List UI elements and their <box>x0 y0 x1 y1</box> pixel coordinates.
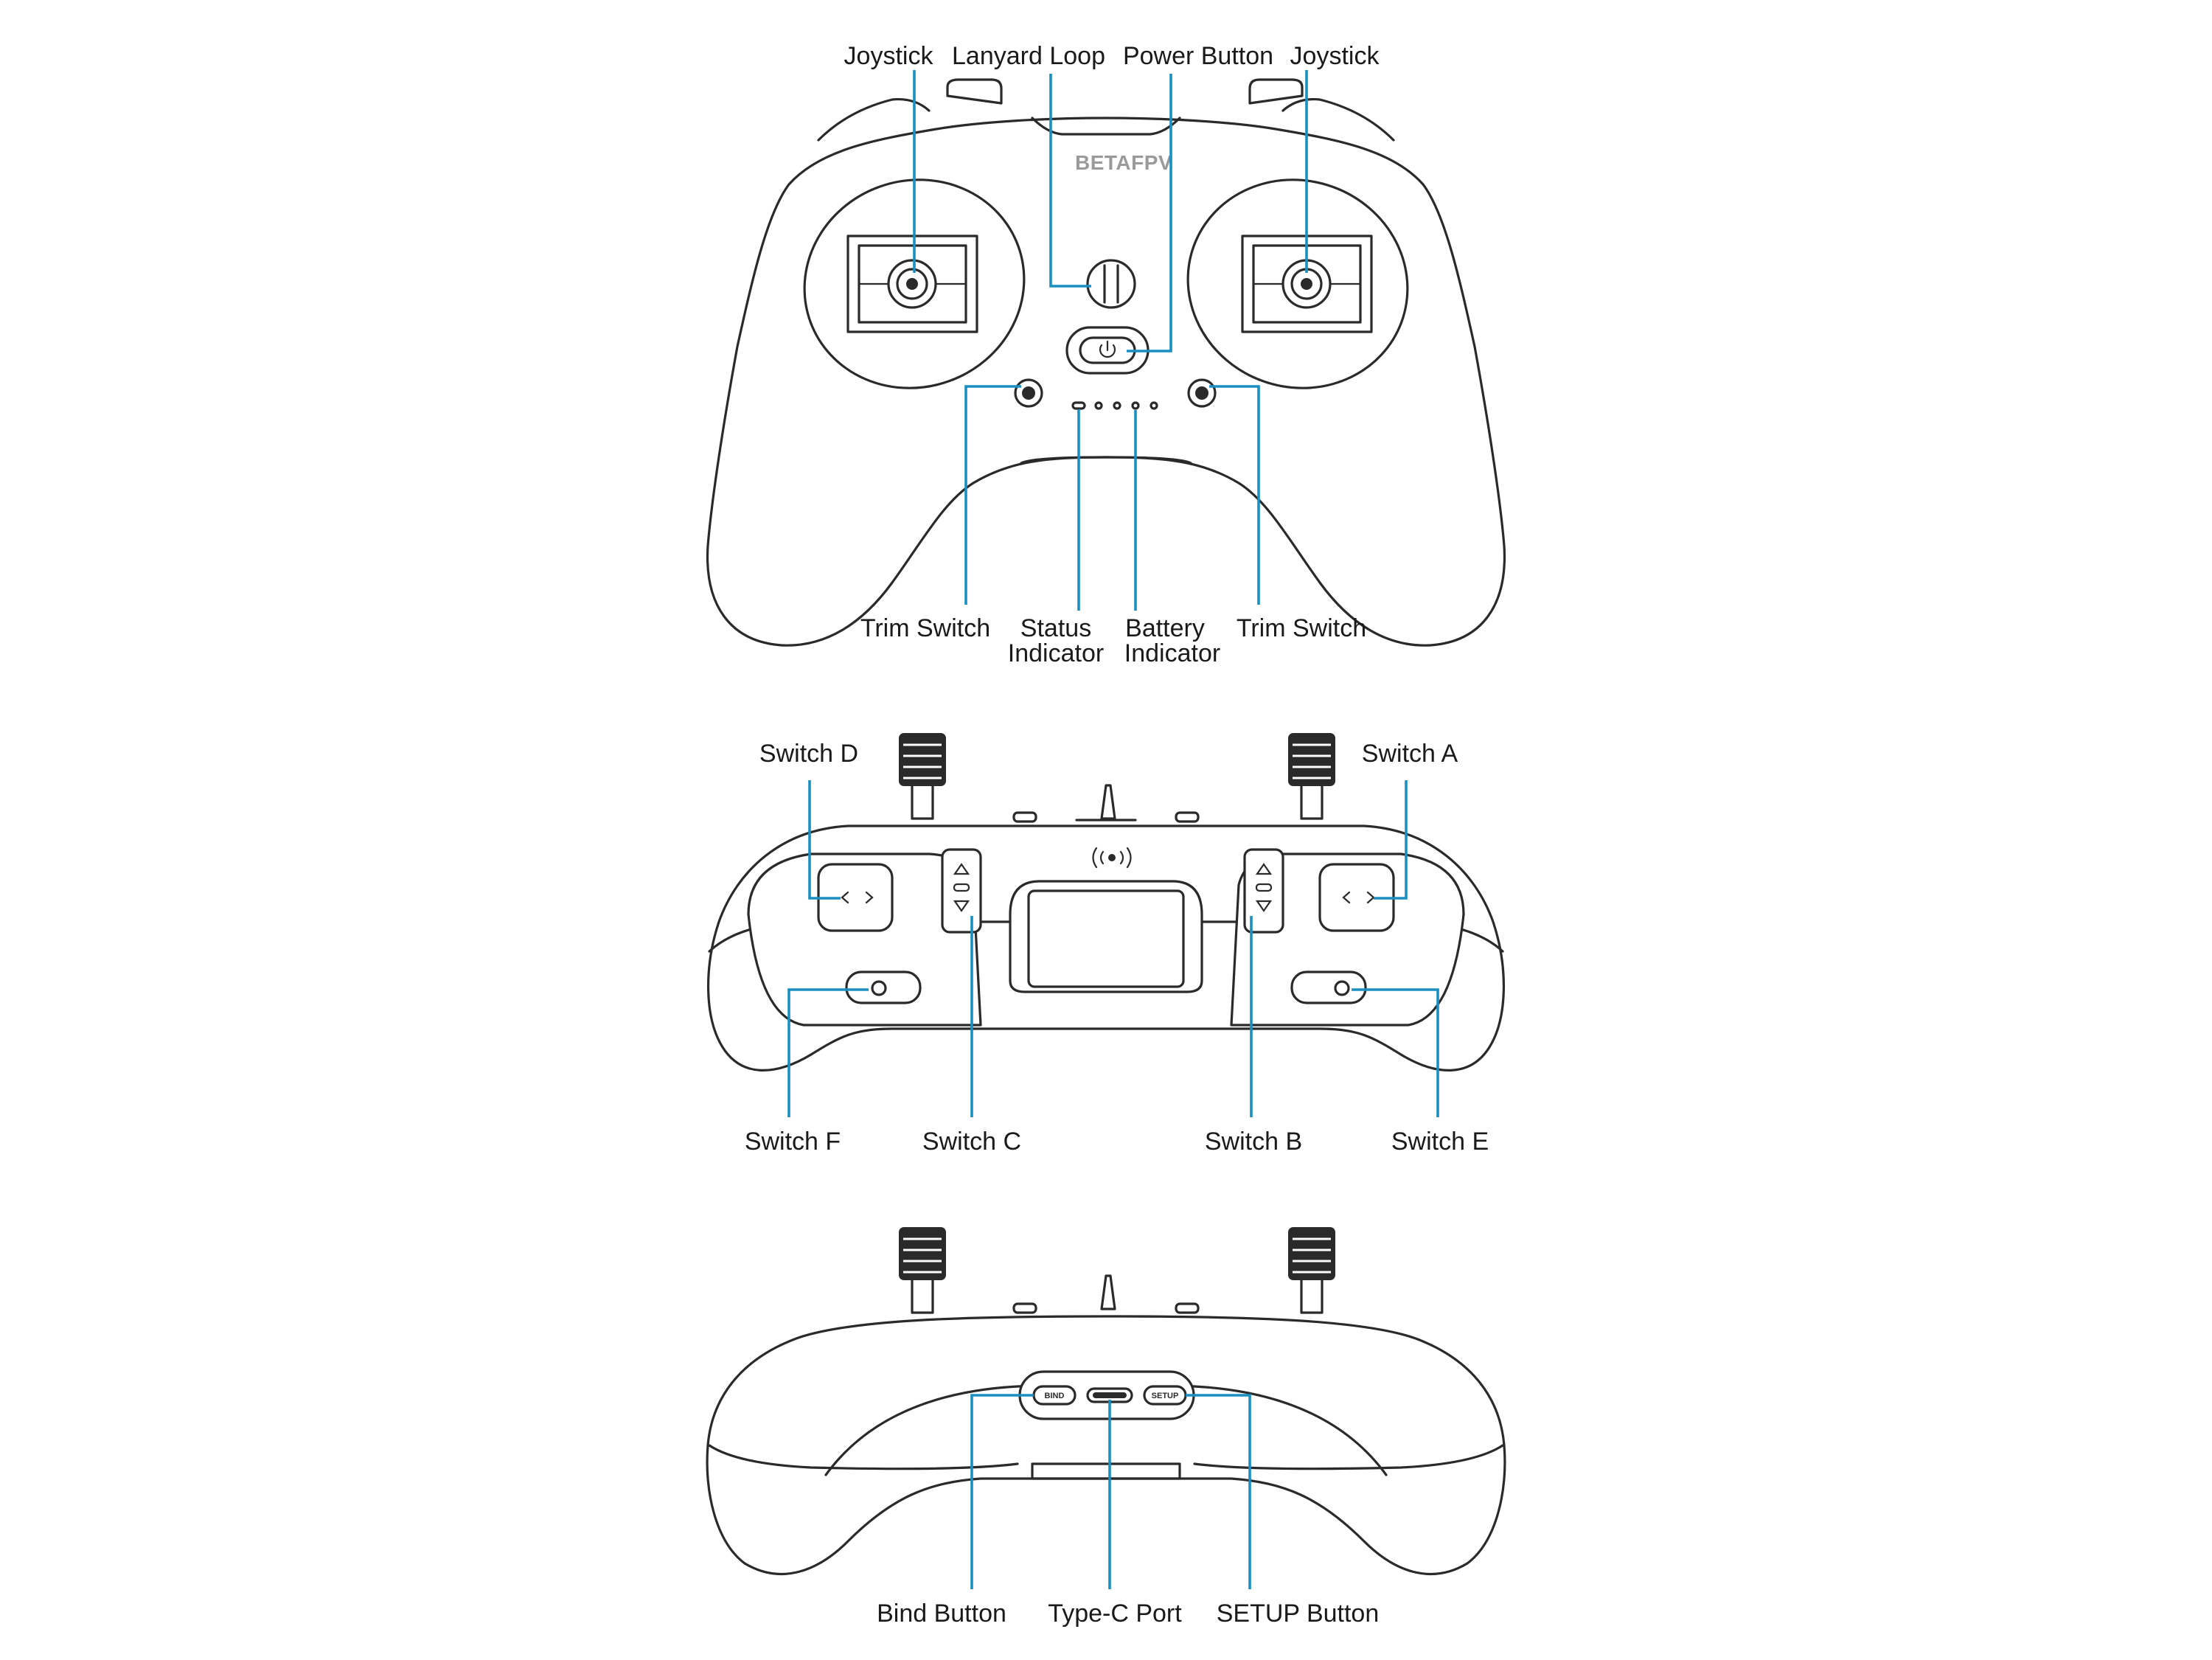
bottom-antenna-mast <box>1100 1274 1116 1310</box>
switch-c-up-icon <box>953 863 970 875</box>
label-switch-f: Switch F <box>744 1128 841 1156</box>
leader-switch-f <box>787 988 869 1117</box>
left-gimbal-bezel <box>803 178 1026 389</box>
center-window-housing <box>1009 880 1203 993</box>
brand-logo: BETAFPV <box>1075 151 1172 174</box>
bottom-right-stick-knob <box>1288 1227 1335 1314</box>
bottom-bump-left <box>1012 1302 1037 1314</box>
bottom-plate <box>1031 1462 1181 1480</box>
switch-d-arrow-right <box>865 891 874 904</box>
switch-a-arrow-left <box>1342 891 1351 904</box>
wireless-waves-inner <box>1099 850 1124 865</box>
switch-e-dot <box>1334 980 1350 996</box>
switch-f <box>845 970 922 1004</box>
label-joystick-left: Joystick <box>844 42 933 70</box>
leader-switch-d <box>808 780 841 900</box>
trim-switch-right-knob <box>1195 386 1208 400</box>
label-power-button: Power Button <box>1122 42 1274 70</box>
label-switch-b: Switch B <box>1204 1128 1303 1156</box>
lanyard-loop <box>1086 259 1136 309</box>
left-stick-knob <box>899 733 946 820</box>
switch-b-up-icon <box>1255 863 1273 875</box>
switch-d-arrow-left <box>841 891 849 904</box>
bottom-bump-right <box>1175 1302 1200 1314</box>
grip-divider <box>1020 456 1192 465</box>
battery-led-2 <box>1113 401 1121 410</box>
bottom-seam-left <box>708 1444 1019 1470</box>
left-shoulder-button <box>946 78 1003 105</box>
right-shoulder-button <box>1248 78 1304 105</box>
wireless-icon <box>1108 854 1116 861</box>
label-switch-d: Switch D <box>759 740 859 768</box>
center-window <box>1027 889 1185 988</box>
front-view: BETAFPV <box>706 70 1506 647</box>
right-shoulder-top <box>1281 97 1395 142</box>
label-switch-e: Switch E <box>1391 1128 1489 1156</box>
leader-setup-button <box>1186 1394 1251 1589</box>
trim-switch-left-knob <box>1022 386 1035 400</box>
bottom-view: BIND SETUP <box>706 1227 1506 1589</box>
left-stick-ring <box>896 268 928 300</box>
label-joystick-right: Joystick <box>1290 42 1380 70</box>
status-led <box>1071 401 1086 410</box>
label-setup-button: SETUP Button <box>1216 1600 1380 1628</box>
label-bind-button: Bind Button <box>877 1600 1006 1628</box>
battery-led-4 <box>1150 401 1158 410</box>
switch-c-down-icon <box>953 900 970 912</box>
left-stick-cap <box>906 278 918 290</box>
leader-trim-left <box>964 385 1021 605</box>
label-battery-indicator-line2: Indicator <box>1124 639 1221 667</box>
right-gimbal-bezel <box>1186 178 1409 389</box>
label-battery-indicator-line1: Battery <box>1125 614 1205 642</box>
switch-e <box>1290 970 1367 1004</box>
label-switch-c: Switch C <box>922 1128 1022 1156</box>
leader-switch-a <box>1374 780 1408 900</box>
label-trim-switch-left: Trim Switch <box>860 614 991 642</box>
leader-switch-e <box>1352 988 1439 1117</box>
label-type-c-port: Type-C Port <box>1048 1600 1182 1628</box>
label-trim-switch-right: Trim Switch <box>1236 614 1367 642</box>
leader-trim-right <box>1209 385 1260 605</box>
leader-lanyard-loop <box>1049 74 1091 288</box>
right-stick-knob <box>1288 733 1335 820</box>
label-status-indicator-line2: Indicator <box>1007 639 1105 667</box>
label-lanyard-loop: Lanyard Loop <box>952 42 1105 70</box>
power-icon <box>1099 344 1116 358</box>
setup-button-text: SETUP <box>1152 1392 1179 1400</box>
label-status-indicator-line1: Status <box>1020 614 1092 642</box>
switch-b-mid-icon <box>1255 883 1273 892</box>
top-bump-left <box>1012 811 1037 823</box>
switch-c-mid-icon <box>953 883 970 892</box>
type-c-port-slot <box>1093 1392 1127 1398</box>
label-switch-a: Switch A <box>1361 740 1458 768</box>
bind-button-text: BIND <box>1045 1392 1065 1400</box>
top-view <box>707 733 1505 1117</box>
left-shoulder-top <box>817 97 931 142</box>
switch-f-dot <box>871 980 887 996</box>
battery-led-1 <box>1094 401 1103 410</box>
right-stick-cap <box>1301 278 1312 290</box>
leader-bind-button <box>970 1394 1034 1589</box>
battery-led-3 <box>1131 401 1140 410</box>
bottom-seam-right <box>1193 1444 1504 1470</box>
leader-power-button <box>1127 74 1172 353</box>
antenna-mast <box>1100 784 1116 820</box>
wireless-waves-outer <box>1092 847 1132 869</box>
switch-b-down-icon <box>1255 900 1273 912</box>
bottom-left-stick-knob <box>899 1227 946 1314</box>
top-bump-right <box>1175 811 1200 823</box>
